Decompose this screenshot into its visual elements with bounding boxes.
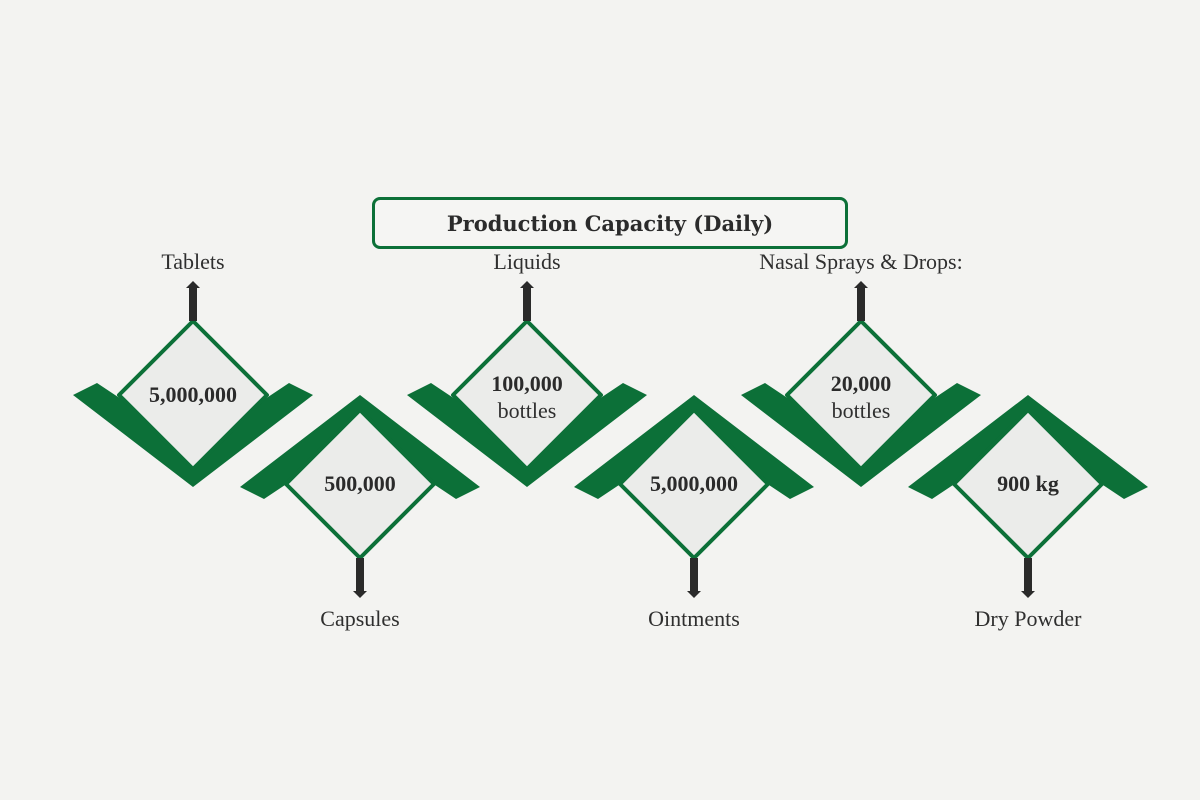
- value-label-3: 100,000: [491, 371, 563, 396]
- diagram-title: Production Capacity (Daily): [446, 210, 774, 236]
- arrow-up-icon-1: [186, 281, 200, 288]
- category-label-2: Capsules: [320, 606, 399, 631]
- connector-up-3: [523, 285, 531, 321]
- diamond-node-3: [451, 319, 603, 471]
- arrow-up-icon-5: [854, 281, 868, 288]
- category-label-3: Liquids: [493, 249, 560, 274]
- value-label-2: 500,000: [324, 471, 396, 496]
- arrow-down-icon-6: [1021, 591, 1035, 598]
- arrow-down-icon-2: [353, 591, 367, 598]
- unit-label-5: bottles: [832, 398, 891, 423]
- unit-label-3: bottles: [498, 398, 557, 423]
- value-label-4: 5,000,000: [650, 471, 738, 496]
- category-label-1: Tablets: [161, 249, 224, 274]
- value-label-1: 5,000,000: [149, 382, 237, 407]
- category-label-4: Ointments: [648, 606, 740, 631]
- connector-down-2: [356, 558, 364, 594]
- connector-up-5: [857, 285, 865, 321]
- diamond-node-5: [785, 319, 937, 471]
- arrow-down-icon-4: [687, 591, 701, 598]
- connector-up-1: [189, 285, 197, 321]
- category-label-6: Dry Powder: [975, 606, 1083, 631]
- diagram-title-box: Production Capacity (Daily): [372, 197, 848, 249]
- value-label-5: 20,000: [831, 371, 892, 396]
- connector-down-6: [1024, 558, 1032, 594]
- arrow-up-icon-3: [520, 281, 534, 288]
- diamond-node-1: [117, 319, 269, 471]
- value-label-6: 900 kg: [997, 471, 1059, 496]
- connector-down-4: [690, 558, 698, 594]
- category-label-5: Nasal Sprays & Drops:: [759, 249, 962, 274]
